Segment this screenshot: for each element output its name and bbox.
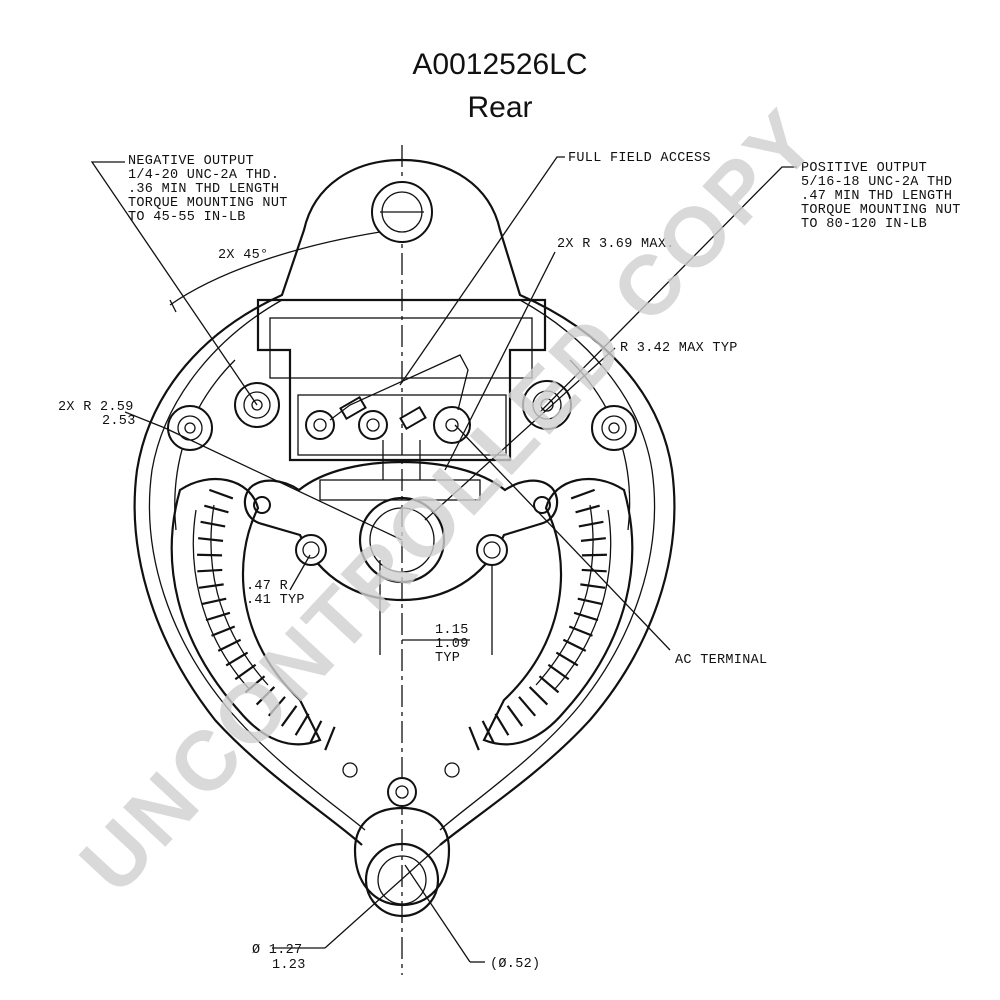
svg-text:1/4-20 UNC-2A THD.: 1/4-20 UNC-2A THD. — [128, 168, 279, 183]
left-fin — [294, 713, 310, 736]
svg-text:TO 45-55 IN-LB: TO 45-55 IN-LB — [128, 210, 246, 225]
left-fin — [324, 726, 336, 751]
svg-text:2X R 2.59: 2X R 2.59 — [58, 400, 134, 415]
svg-text:.36 MIN THD LENGTH: .36 MIN THD LENGTH — [128, 182, 279, 197]
svg-text:TORQUE MOUNTING NUT: TORQUE MOUNTING NUT — [128, 196, 288, 211]
leader-lines — [90, 156, 797, 963]
right-fin — [578, 520, 604, 528]
top-mounting-ear — [371, 181, 433, 243]
left-fin — [234, 663, 257, 681]
cooling-slots-right — [482, 477, 634, 746]
left-fin — [280, 705, 298, 727]
callout-negative-output: NEGATIVE OUTPUT 1/4-20 UNC-2A THD. .36 M… — [128, 154, 288, 225]
callout-radius-369: 2X R 3.69 MAX. — [557, 237, 675, 252]
left-fin — [198, 583, 224, 589]
left-fin — [197, 553, 223, 557]
left-fin — [309, 720, 323, 744]
left-fin — [200, 520, 226, 528]
cooling-slots-left — [170, 477, 322, 746]
vent-hole-left — [342, 762, 358, 778]
right-fin — [468, 726, 480, 751]
right-fin — [570, 488, 596, 500]
callout-diameter-127: Ø 1.27 1.23 — [252, 943, 306, 973]
right-fin — [568, 625, 593, 637]
right-fin — [577, 597, 603, 606]
right-side-boss — [591, 405, 637, 451]
callout-radius-342: R 3.42 MAX TYP — [620, 341, 738, 356]
right-fin — [494, 713, 510, 736]
right-fin — [528, 686, 549, 706]
svg-text:TO 80-120 IN-LB: TO 80-120 IN-LB — [801, 217, 927, 232]
svg-text:Ø 1.27: Ø 1.27 — [252, 943, 302, 958]
left-fin — [217, 638, 242, 652]
callout-full-field-access: FULL FIELD ACCESS — [568, 151, 711, 166]
left-fin — [201, 597, 227, 606]
callout-angle: 2X 45° — [218, 248, 268, 263]
bottom-stud — [387, 777, 417, 807]
plate-screw-right — [476, 534, 508, 566]
right-fin — [580, 583, 606, 589]
left-fin — [244, 675, 266, 694]
svg-text:5/16-18 UNC-2A THD: 5/16-18 UNC-2A THD — [801, 175, 952, 190]
terminal-2 — [358, 410, 388, 440]
svg-text:TYP: TYP — [435, 651, 460, 666]
svg-text:2.53: 2.53 — [102, 414, 136, 429]
bearing-cap — [358, 496, 446, 584]
left-side-boss — [167, 405, 213, 451]
svg-text:1.09: 1.09 — [435, 637, 469, 652]
svg-text:1.15: 1.15 — [435, 623, 469, 638]
terminal-1 — [305, 410, 335, 440]
svg-text:.41 TYP: .41 TYP — [246, 593, 305, 608]
drawing-subtitle: Rear — [467, 91, 532, 124]
svg-text:POSITIVE OUTPUT: POSITIVE OUTPUT — [801, 161, 927, 176]
left-fin — [208, 488, 234, 500]
svg-text:NEGATIVE OUTPUT: NEGATIVE OUTPUT — [128, 154, 254, 169]
left-fin — [197, 568, 223, 573]
right-fin — [581, 553, 607, 557]
bottom-mount-hole — [377, 855, 427, 905]
right-fin — [538, 675, 560, 694]
right-fin — [506, 705, 524, 727]
right-fin — [580, 537, 606, 542]
plate-screw-left — [295, 534, 327, 566]
right-fin — [481, 720, 495, 744]
vent-hole-right — [444, 762, 460, 778]
regulator-block — [256, 298, 547, 501]
callout-radius-47: .47 R .41 TYP — [246, 579, 305, 608]
right-fin — [518, 696, 537, 717]
callout-ac-terminal: AC TERMINAL — [675, 653, 767, 668]
cooling-fins — [197, 488, 607, 751]
callout-radius-259: 2X R 2.59 2.53 — [58, 400, 136, 429]
svg-text:1.23: 1.23 — [272, 958, 306, 973]
right-fin — [575, 504, 600, 514]
right-fin — [573, 611, 599, 622]
bottom-mount-outer-ring — [364, 842, 440, 918]
svg-text:.47 MIN THD LENGTH: .47 MIN THD LENGTH — [801, 189, 952, 204]
left-fin — [267, 696, 286, 717]
right-fin — [547, 663, 570, 681]
left-fin — [211, 625, 236, 637]
drawing-title: A0012526LC — [412, 48, 587, 81]
left-fin — [204, 504, 229, 514]
left-fin — [255, 686, 276, 706]
callout-positive-output: POSITIVE OUTPUT 5/16-18 UNC-2A THD .47 M… — [801, 161, 961, 232]
left-fin — [205, 611, 231, 622]
ac-terminal-stud — [433, 406, 471, 444]
svg-text:.47 R: .47 R — [246, 579, 288, 594]
svg-text:TORQUE MOUNTING NUT: TORQUE MOUNTING NUT — [801, 203, 961, 218]
callout-diameter-52: (Ø.52) — [490, 957, 540, 972]
bottom-mounting-boss — [353, 777, 451, 918]
callout-spacing: 1.15 1.09 TYP — [435, 623, 469, 666]
right-fin — [555, 651, 579, 667]
left-fin — [225, 651, 249, 667]
left-fin — [198, 537, 224, 542]
right-fin — [562, 638, 587, 652]
